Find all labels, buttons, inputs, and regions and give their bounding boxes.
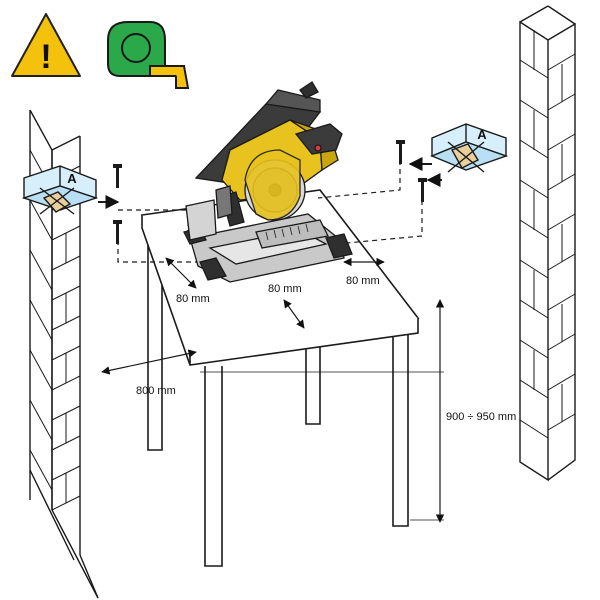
manual-book-right: A — [430, 123, 509, 173]
dim-label-table-height: 900 ÷ 950 mm — [446, 411, 516, 423]
manual-book-left: A — [21, 165, 99, 215]
left-brick-wall — [29, 109, 99, 599]
manual-label-left: A — [67, 171, 77, 186]
dimension-lines — [101, 257, 445, 523]
warning-exclamation: ! — [40, 38, 51, 76]
tape-measure-icon — [107, 21, 190, 89]
dim-label-table-width: 800 mm — [136, 385, 176, 397]
dim-label-left-offset: 80 mm — [176, 293, 210, 305]
dim-label-back-offset: 80 mm — [268, 283, 302, 295]
screw-icon — [418, 178, 427, 202]
screw-icons — [113, 140, 427, 244]
insert-arrows — [98, 157, 442, 209]
manual-label-right: A — [477, 127, 487, 142]
screw-icon — [113, 220, 122, 244]
warning-icon: ! — [11, 13, 81, 77]
miter-saw — [183, 81, 353, 283]
screw-icon — [113, 164, 122, 188]
screw-icon — [396, 140, 405, 164]
dim-label-right-offset: 80 mm — [346, 275, 380, 287]
dim-table-width — [101, 349, 197, 375]
dim-left-offset — [165, 257, 197, 289]
right-brick-wall — [519, 5, 576, 482]
dim-back-offset — [283, 299, 305, 329]
